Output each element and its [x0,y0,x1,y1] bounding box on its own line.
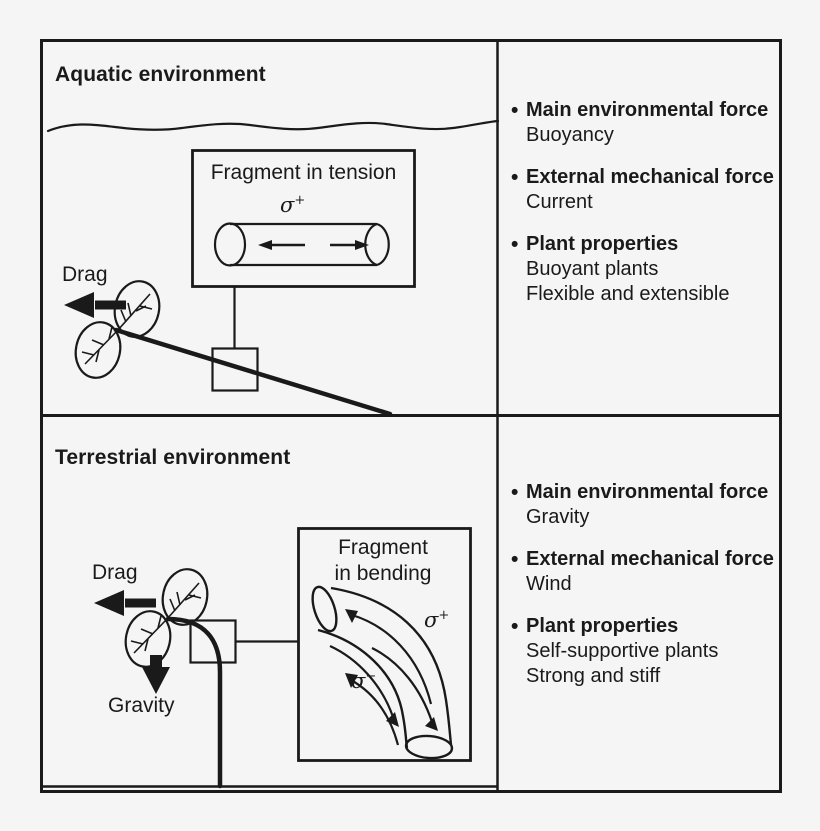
aquatic-drag-arrow [64,292,126,318]
bending-tension-stress-symbol: σ+ [424,608,449,632]
sigma-glyph: σ [280,193,295,217]
bullet-value: Current [526,191,593,213]
bending-compression-stress-symbol: σ− [351,669,376,693]
terrestrial-panel-title: Terrestrial environment [55,446,291,469]
water-surface-line [46,119,500,133]
bullet-value: Gravity [526,506,590,528]
sigma-glyph: σ [351,669,366,693]
list-item: • Main environmental force Buoyancy [511,98,791,148]
bending-callout-box [297,527,472,762]
bullet-marker-icon: • [511,548,519,571]
bullet-value: Buoyant plants Flexible and extensible [526,258,730,305]
bullet-heading: External mechanical force [526,548,774,570]
bullet-value: Wind [526,573,572,595]
list-item: • External mechanical force Current [511,165,791,215]
aquatic-panel-title: Aquatic environment [55,63,266,86]
list-item: • Plant properties Self-supportive plant… [511,614,791,689]
aquatic-plant-leaves [74,280,161,379]
list-item: • Plant properties Buoyant plants Flexib… [511,232,791,307]
bullet-marker-icon: • [511,99,519,122]
bullet-marker-icon: • [511,166,519,189]
list-item: • Main environmental force Gravity [511,480,791,530]
sigma-superscript: − [365,669,377,684]
terrestrial-bullet-list: • Main environmental force Gravity • Ext… [511,480,791,689]
sigma-superscript: + [294,193,306,208]
gravity-arrow [142,655,170,694]
bullet-heading: External mechanical force [526,166,774,188]
bullet-value: Self-supportive plants Strong and stiff [526,640,719,687]
bullet-marker-icon: • [511,233,519,256]
sigma-superscript: + [438,608,450,623]
tension-callout-box [191,149,416,288]
bullet-heading: Plant properties [526,233,679,255]
terrestrial-drag-arrow [94,590,156,616]
terrestrial-plant-leaves [124,568,209,668]
bending-cylinder [311,585,454,760]
sigma-glyph: σ [424,608,439,632]
aquatic-stem [113,327,393,417]
tension-arrows [258,240,369,250]
list-item: • External mechanical force Wind [511,547,791,597]
bullet-value: Buoyancy [526,124,614,146]
bending-compression-arrows [329,645,400,746]
aquatic-connector-square [211,347,259,392]
aquatic-drag-label: Drag [62,263,108,286]
bending-tension-arrows [345,609,438,731]
gravity-label: Gravity [108,694,175,717]
bending-box-label: Fragment in bending [334,536,432,585]
bullet-heading: Main environmental force [526,99,769,121]
bullet-heading: Plant properties [526,615,679,637]
bullet-marker-icon: • [511,615,519,638]
tension-cylinder [213,222,390,267]
aquatic-bullet-list: • Main environmental force Buoyancy • Ex… [511,98,791,307]
terrestrial-drag-label: Drag [92,561,138,584]
terrestrial-stem [165,616,223,789]
bullet-marker-icon: • [511,481,519,504]
tension-box-label: Fragment in tension [210,161,397,184]
tension-stress-symbol: σ+ [280,193,305,217]
bullet-heading: Main environmental force [526,481,769,503]
